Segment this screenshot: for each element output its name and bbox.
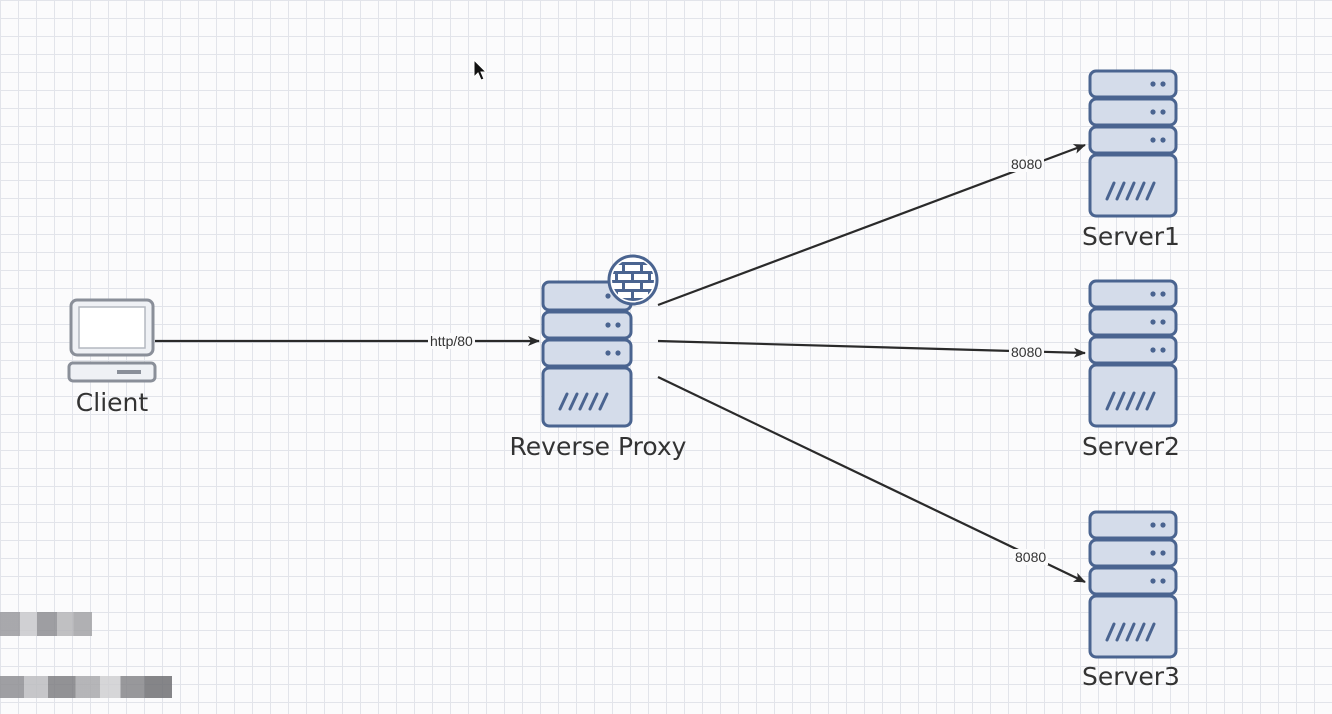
edge-label-server3-port: 8080 <box>1013 549 1049 565</box>
edge-label-http: http/80 <box>428 333 475 349</box>
pixelated-overlay-top <box>0 612 92 636</box>
server2-label: Server2 <box>1082 432 1180 461</box>
server-icon[interactable] <box>1087 279 1179 429</box>
edge-label-server2-port: 8080 <box>1009 344 1045 360</box>
mouse-cursor-icon <box>473 59 488 81</box>
reverse-proxy-label: Reverse Proxy <box>509 432 687 461</box>
server1-label: Server1 <box>1082 222 1180 251</box>
pixelated-overlay-bottom <box>0 676 172 698</box>
server-icon[interactable] <box>1087 69 1179 219</box>
edge-label-server1-port: 8080 <box>1009 156 1045 172</box>
edge-proxy-server3[interactable] <box>657 376 1086 583</box>
firewall-icon <box>607 254 659 306</box>
server-firewall-icon[interactable] <box>540 254 662 428</box>
laptop-icon[interactable] <box>67 298 157 384</box>
server3-label: Server3 <box>1082 662 1180 691</box>
client-label: Client <box>75 388 149 417</box>
server-icon[interactable] <box>1087 510 1179 660</box>
